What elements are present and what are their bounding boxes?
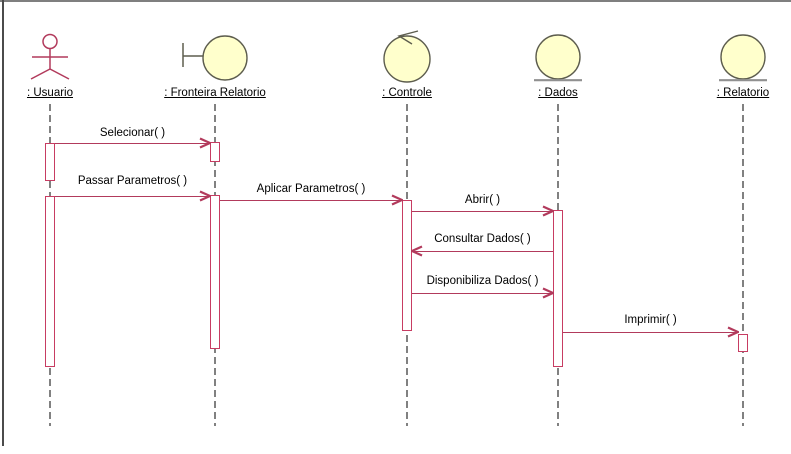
message-label: Consultar Dados( ) [434, 233, 531, 245]
frame-top-border [0, 0, 791, 2]
message-abrir[interactable]: Abrir( ) [412, 194, 554, 217]
control-icon[interactable] [381, 26, 433, 84]
entity-icon[interactable] [530, 33, 586, 83]
object-label-usuario[interactable]: : Usuario [26, 87, 74, 99]
activation-usuario-1[interactable] [45, 143, 55, 181]
message-line [412, 292, 553, 294]
message-imprimir[interactable]: Imprimir( ) [563, 314, 739, 338]
lifeline-relatorio[interactable] [742, 104, 744, 426]
object-label-fronteira[interactable]: : Fronteira Relatorio [164, 87, 266, 99]
message-line [55, 195, 210, 197]
message-disponibiliza-dados[interactable]: Disponibiliza Dados( ) [412, 275, 554, 299]
message-line [412, 210, 553, 212]
activation-fronteira-2[interactable] [210, 195, 220, 349]
message-selecionar[interactable]: Selecionar( ) [55, 127, 211, 149]
object-label-relatorio[interactable]: : Relatorio [716, 87, 770, 99]
arrowhead-left-icon [411, 245, 423, 257]
message-line [563, 331, 738, 333]
entity-icon[interactable] [715, 33, 771, 83]
message-label: Selecionar( ) [99, 127, 166, 139]
activation-dados[interactable] [553, 210, 563, 367]
object-label-dados[interactable]: : Dados [538, 87, 578, 99]
message-aplicar-parametros[interactable]: Aplicar Parametros( ) [220, 183, 403, 206]
message-line [220, 199, 402, 201]
arrowhead-right-icon [542, 287, 554, 299]
message-label: Aplicar Parametros( ) [256, 183, 366, 195]
activation-relatorio[interactable] [738, 334, 748, 352]
message-passar-parametros[interactable]: Passar Parametros( ) [55, 175, 211, 202]
message-label: Passar Parametros( ) [77, 175, 188, 187]
message-label: Imprimir( ) [624, 314, 677, 326]
activation-usuario-2[interactable] [45, 196, 55, 367]
actor-icon[interactable] [26, 32, 74, 82]
arrowhead-right-icon [391, 194, 403, 206]
object-label-controle[interactable]: : Controle [382, 87, 432, 99]
message-line [412, 250, 553, 252]
message-label: Abrir( ) [464, 194, 501, 206]
activation-fronteira-1[interactable] [210, 142, 220, 162]
arrowhead-right-icon [199, 190, 211, 202]
boundary-icon[interactable] [176, 34, 250, 84]
arrowhead-right-icon [727, 326, 739, 338]
arrowhead-right-icon [542, 205, 554, 217]
message-line [55, 142, 210, 144]
arrowhead-right-icon [199, 137, 211, 149]
message-label: Disponibiliza Dados( ) [426, 275, 539, 287]
activation-controle[interactable] [402, 200, 412, 331]
frame-left-border [2, 0, 4, 446]
message-consultar-dados[interactable]: Consultar Dados( ) [411, 233, 553, 257]
